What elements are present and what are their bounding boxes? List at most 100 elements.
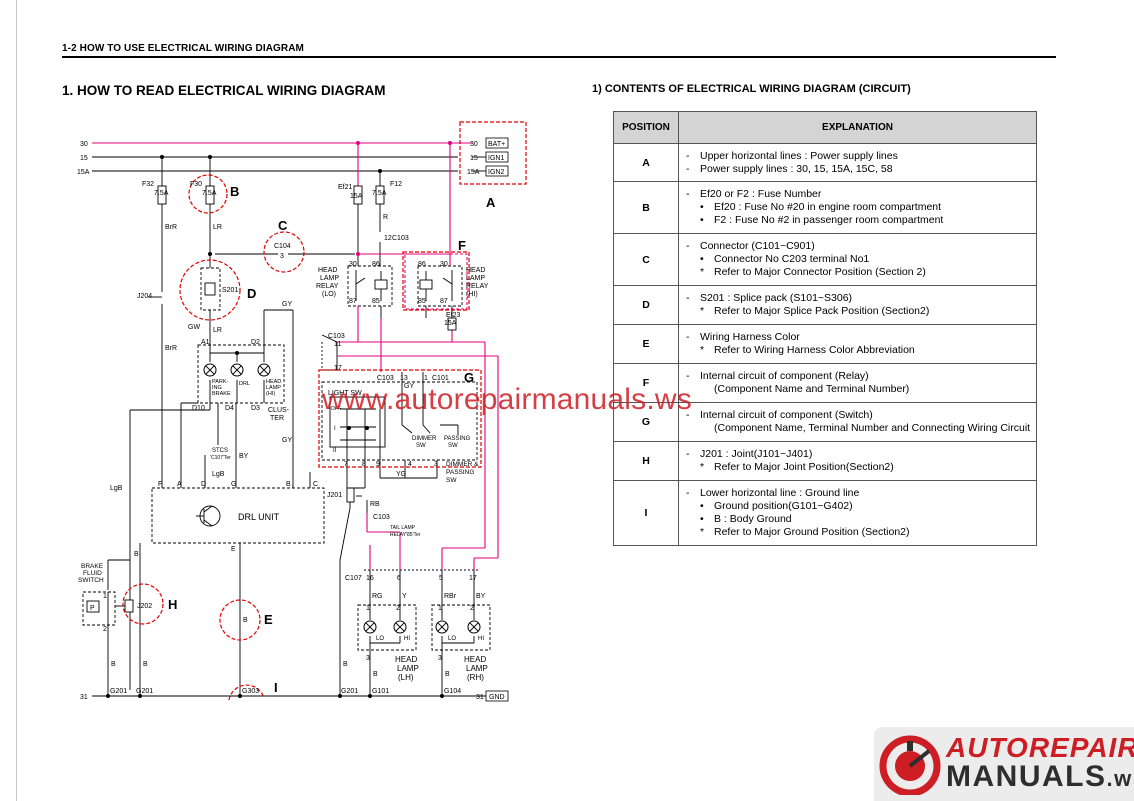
line-15-label: 15 — [80, 155, 88, 162]
marker-d-label: D — [247, 286, 256, 301]
wire-lgb-label: LgB — [110, 485, 123, 492]
relay-hi-pin-30: 30 — [440, 261, 448, 268]
c107-pin-6: 6 — [397, 575, 401, 582]
splice-j204-label: J204 — [137, 293, 152, 300]
table-row: E-Wiring Harness Color*Refer to Wiring H… — [613, 324, 1037, 364]
splice-j201-label: J201 — [327, 492, 342, 499]
explanation-line: -Lower horizontal line : Ground line — [686, 487, 1030, 500]
header-divider — [62, 56, 1056, 58]
explanation-text: Internal circuit of component (Relay) — [700, 370, 869, 382]
position-cell: I — [613, 480, 679, 546]
cluster-lamp-label-5: HEAD — [266, 379, 281, 385]
connector-c103-label: C103 — [328, 333, 345, 340]
cluster-label-2: TER — [270, 415, 284, 422]
explanation-line: *Refer to Major Joint Position(Section2) — [686, 461, 1030, 474]
wire-y-label: Y — [402, 593, 407, 600]
explanation-line: (Component Name, Terminal Number and Con… — [686, 422, 1030, 435]
wire-b-drl-label: B — [134, 551, 139, 558]
drl-unit-label: DRL UNIT — [238, 512, 280, 522]
explanation-text: B : Body Ground — [714, 513, 792, 525]
explanation-line: -Power supply lines : 30, 15, 15A, 15C, … — [686, 163, 1030, 176]
wire-lgb-cluster-label: LgB — [212, 471, 225, 478]
logo-text-manuals-main: MANUALS — [946, 760, 1107, 793]
table-row: G-Internal circuit of component (Switch)… — [613, 402, 1037, 442]
brake-fluid-label-1: BRAKE — [81, 563, 104, 570]
rh-hi-lamp-icon — [467, 620, 481, 634]
explanation-cell: -Connector (C101~C901)•Connector No C203… — [678, 233, 1037, 286]
wire-brr-lower-label: BrR — [165, 345, 177, 352]
subsection-title: 1) CONTENTS OF ELECTRICAL WIRING DIAGRAM… — [592, 83, 911, 95]
fuse-f30-label: F30 — [190, 181, 202, 188]
brake-pin-2: 2 — [103, 626, 107, 633]
fuse-ef21-label: Ef21 — [338, 184, 353, 191]
explanation-text: J201 : Joint(J101~J401) — [700, 448, 813, 460]
explanation-cell: -Upper horizontal lines : Power supply l… — [678, 143, 1037, 182]
explanation-line: *Refer to Major Ground Position (Section… — [686, 526, 1030, 539]
fuse-ef23-rating: 15A — [444, 320, 457, 327]
explanation-line: -S201 : Splice pack (S101~S306) — [686, 292, 1030, 305]
ign1-terminal: IGN1 — [488, 155, 504, 162]
marker-h-label: H — [168, 597, 177, 612]
dimmer-sw-label-2: SW — [416, 443, 426, 449]
wire-by-rh-label: BY — [476, 593, 486, 600]
explanation-text: Refer to Major Splice Pack Position (Sec… — [714, 305, 930, 317]
drl-pin-f: F — [158, 481, 162, 488]
switch-pin-13: 13 — [400, 375, 408, 382]
connector-c104-label: C104 — [274, 243, 291, 250]
bullet-marker: - — [686, 162, 690, 175]
drl-pin-g: G — [231, 481, 236, 488]
terminal-30-label: 30 — [470, 141, 478, 148]
power-terminal-boxes — [485, 137, 509, 702]
table-row: B-Ef20 or F2 : Fuse Number•Ef20 : Fuse N… — [613, 181, 1037, 234]
relay-hi-pin-87: 87 — [440, 298, 448, 305]
marker-a-label: A — [486, 195, 496, 210]
explanation-cell: -Lower horizontal line : Ground line•Gro… — [678, 480, 1037, 546]
bullet-marker: • — [700, 253, 704, 265]
combo-sw-label-1: DIMMER & — [446, 461, 479, 468]
relay-hi-pin-86: 86 — [418, 261, 426, 268]
explanation-text: Refer to Major Joint Position(Section2) — [714, 461, 894, 473]
wire-gy-lower-label: GY — [282, 437, 292, 444]
wire-lr-lower-label: LR — [213, 327, 222, 334]
lh-hi-lamp-icon — [393, 620, 407, 634]
marker-a-box — [459, 121, 527, 185]
drl-pin-b: B — [286, 481, 291, 488]
bullet-marker: • — [700, 201, 704, 213]
site-logo: AUTOREPAIR MANUALS.ws — [874, 727, 1134, 801]
bullet-marker: * — [700, 344, 705, 356]
switch-connector-c103: C103 — [377, 375, 394, 382]
section-title: 1. HOW TO READ ELECTRICAL WIRING DIAGRAM — [62, 83, 386, 98]
wire-b-brake-label: B — [111, 661, 116, 668]
wire-lr-label: LR — [213, 224, 222, 231]
cluster-lamp-label-1: PARK- — [212, 379, 229, 385]
gauge-logo-icon — [879, 735, 941, 795]
explanation-cell: -Wiring Harness Color*Refer to Wiring Ha… — [678, 324, 1037, 364]
relay-lo-pin-87: 87 — [349, 298, 357, 305]
bullet-marker: • — [700, 513, 704, 525]
combo-sw-label-3: SW — [446, 477, 457, 484]
explanation-text: (Component Name and Terminal Number) — [714, 383, 910, 395]
explanation-text: F2 : Fuse No #2 in passenger room compar… — [714, 214, 944, 226]
explanation-line: •Ef20 : Fuse No #20 in engine room compa… — [686, 201, 1030, 214]
brake-fluid-label-3: SWITCH — [78, 577, 104, 584]
fuse-symbols — [157, 185, 457, 331]
ground-g101: G101 — [372, 688, 389, 695]
connector-c104-pin: 3 — [280, 253, 284, 260]
combo-sw-label-2: PASSING — [446, 469, 474, 476]
explanation-cell: -Internal circuit of component (Switch)(… — [678, 402, 1037, 442]
head-lamp-lh-3: (LH) — [398, 673, 414, 682]
relay-lo-pin-85: 85 — [372, 298, 380, 305]
position-cell: E — [613, 324, 679, 364]
cluster-pin-d10: D10 — [192, 405, 205, 412]
head-lamp-lh-1: HEAD — [395, 655, 417, 664]
terminal-15-label: 15 — [470, 155, 478, 162]
explanation-text: S201 : Splice pack (S101~S306) — [700, 292, 853, 304]
explanation-text: Ef20 or F2 : Fuse Number — [700, 188, 822, 200]
head-lamp-lh-2: LAMP — [397, 664, 419, 673]
wire-gy-label: GY — [282, 301, 292, 308]
page-header-title: 1-2 HOW TO USE ELECTRICAL WIRING DIAGRAM — [62, 43, 304, 54]
bullet-marker: • — [700, 500, 704, 512]
stcs-label-1: STCS — [212, 448, 228, 454]
switch-pin-3: 3 — [434, 461, 438, 468]
drl-lamp-icon — [230, 363, 244, 377]
